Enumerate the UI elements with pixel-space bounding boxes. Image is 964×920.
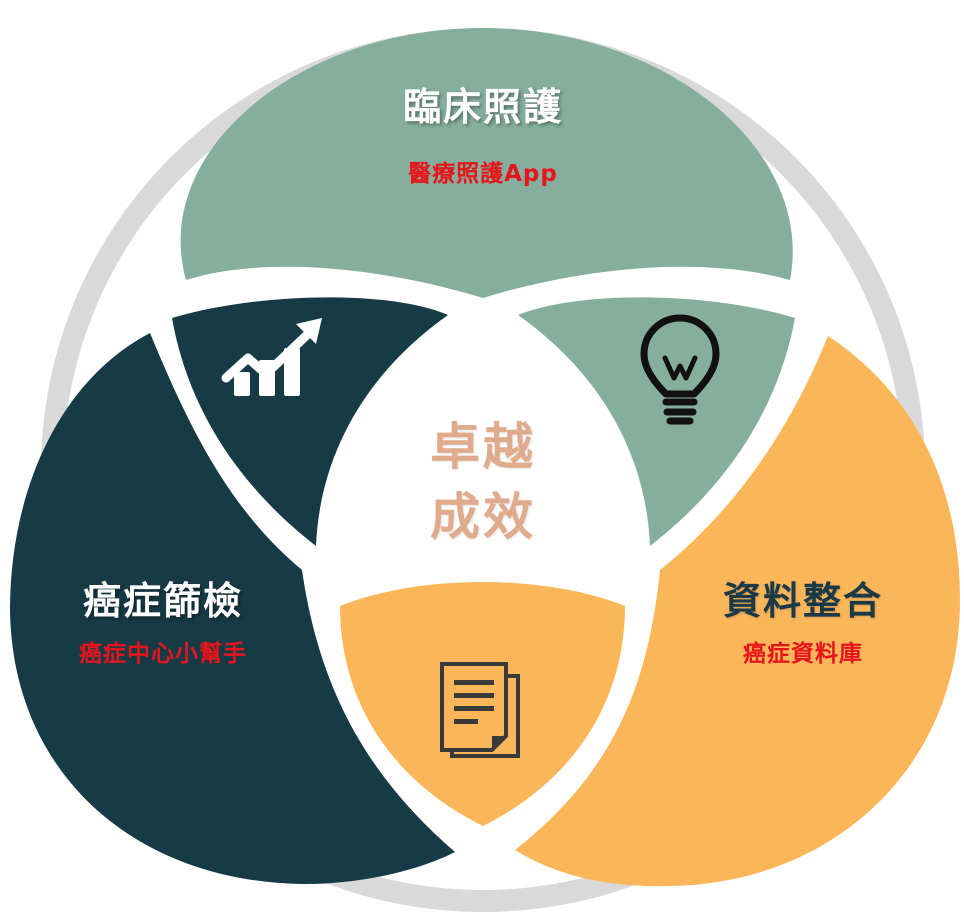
right-segment-title: 資料整合 [722, 579, 883, 623]
top-segment-title: 臨床照護 [402, 85, 563, 129]
petal-right-inner [518, 297, 795, 546]
center-title-line2: 成效 [430, 488, 536, 546]
segment-left-cancer-screening [10, 333, 455, 885]
growth-chart-icon [221, 318, 322, 396]
documents-icon [440, 662, 520, 758]
center-title-line1: 卓越 [430, 418, 536, 476]
segment-right-data-integration [515, 336, 960, 887]
right-segment-subtitle: 癌症資料庫 [743, 641, 863, 667]
top-segment-subtitle: 醫療照護App [408, 161, 558, 187]
lightbulb-icon [640, 314, 720, 425]
segment-top-clinical-care [180, 28, 793, 298]
left-segment-subtitle: 癌症中心小幫手 [79, 641, 247, 667]
left-segment-title: 癌症篩檢 [82, 579, 243, 623]
